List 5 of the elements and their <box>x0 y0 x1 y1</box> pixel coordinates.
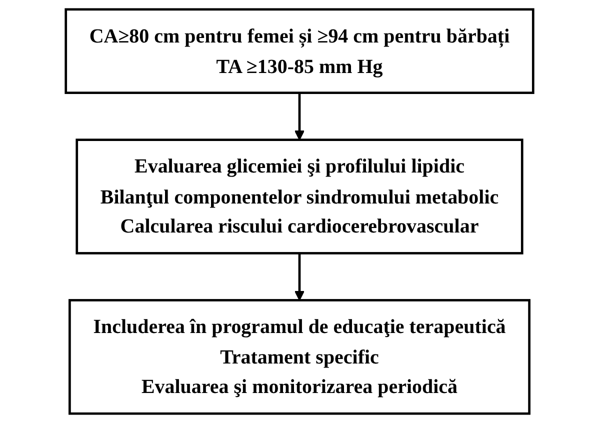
node-box: CA≥80 cm pentru femei și ≥94 cm pentru bărbați TA ≥130-85 mm Hg <box>64 8 534 94</box>
node-box: Evaluarea glicemiei şi profilului lipidic Bilanţul componentelor sindromului metabolic Calcularea riscului cardiocerebrovascular <box>76 138 524 254</box>
node-box: Includerea în programul de educaţie terapeutică Tratament specific Evaluarea şi monitorizarea periodică <box>68 299 530 415</box>
arrow <box>294 253 305 301</box>
arrow <box>294 92 305 140</box>
